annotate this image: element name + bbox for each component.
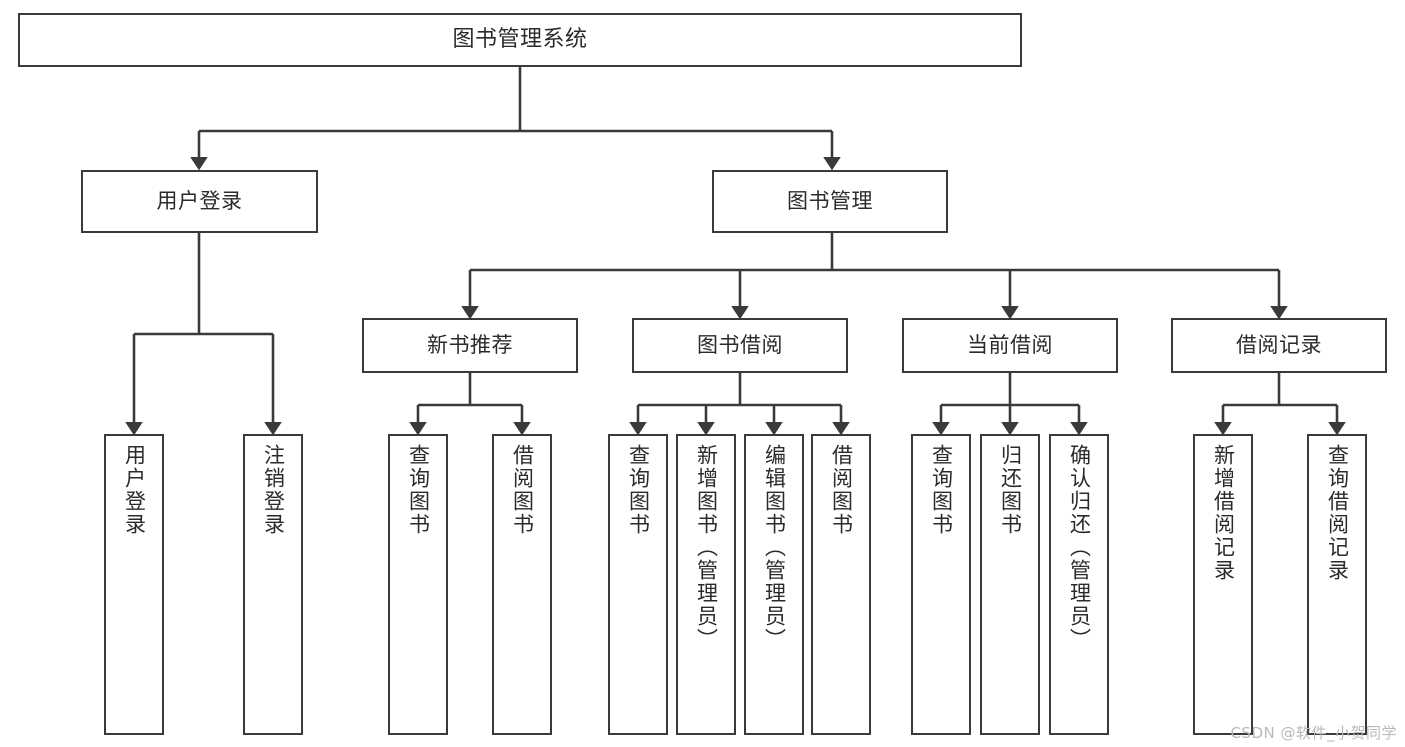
node-leaf-borrow-book-2[interactable]: 借阅图书	[811, 434, 871, 735]
node-leaf-query-book-1-label: 查询图书	[406, 444, 431, 536]
node-current-borrow-label: 当前借阅	[967, 333, 1053, 358]
node-leaf-query-borrow-record-label: 查询借阅记录	[1325, 444, 1350, 582]
node-leaf-borrow-book-2-label: 借阅图书	[829, 444, 854, 536]
node-book-management[interactable]: 图书管理	[712, 170, 948, 233]
node-new-book-recommendation-label: 新书推荐	[427, 333, 513, 358]
node-book-management-label: 图书管理	[787, 189, 873, 214]
node-current-borrow[interactable]: 当前借阅	[902, 318, 1118, 373]
node-leaf-edit-book-label: 编辑图书（管理员）	[762, 444, 787, 651]
node-leaf-return-book[interactable]: 归还图书	[980, 434, 1040, 735]
node-leaf-borrow-book-1-label: 借阅图书	[510, 444, 535, 536]
node-leaf-query-book-1[interactable]: 查询图书	[388, 434, 448, 735]
node-root-system-label: 图书管理系统	[452, 26, 588, 52]
node-leaf-user-login-label: 用户登录	[122, 444, 147, 536]
node-borrow-record-label: 借阅记录	[1236, 333, 1322, 358]
node-leaf-query-book-2[interactable]: 查询图书	[608, 434, 668, 735]
node-leaf-confirm-return[interactable]: 确认归还（管理员）	[1049, 434, 1109, 735]
node-leaf-edit-book[interactable]: 编辑图书（管理员）	[744, 434, 804, 735]
node-leaf-query-borrow-record[interactable]: 查询借阅记录	[1307, 434, 1367, 735]
node-leaf-query-book-3[interactable]: 查询图书	[911, 434, 971, 735]
node-leaf-query-book-3-label: 查询图书	[929, 444, 954, 536]
node-leaf-borrow-book-1[interactable]: 借阅图书	[492, 434, 552, 735]
node-leaf-add-book[interactable]: 新增图书（管理员）	[676, 434, 736, 735]
node-borrow-record[interactable]: 借阅记录	[1171, 318, 1387, 373]
node-leaf-logout-login-label: 注销登录	[261, 444, 286, 536]
node-book-borrow-label: 图书借阅	[697, 333, 783, 358]
node-book-borrow[interactable]: 图书借阅	[632, 318, 848, 373]
node-leaf-user-login[interactable]: 用户登录	[104, 434, 164, 735]
node-leaf-add-book-label: 新增图书（管理员）	[694, 444, 719, 651]
node-root-system[interactable]: 图书管理系统	[18, 13, 1022, 67]
node-leaf-logout-login[interactable]: 注销登录	[243, 434, 303, 735]
node-leaf-confirm-return-label: 确认归还（管理员）	[1067, 444, 1092, 651]
csdn-watermark: CSDN @软件_小贺同学	[1230, 724, 1397, 742]
node-user-login[interactable]: 用户登录	[81, 170, 318, 233]
node-user-login-label: 用户登录	[156, 189, 243, 214]
node-leaf-add-borrow-record[interactable]: 新增借阅记录	[1193, 434, 1253, 735]
node-leaf-query-book-2-label: 查询图书	[626, 444, 651, 536]
node-leaf-return-book-label: 归还图书	[998, 444, 1023, 536]
node-new-book-recommendation[interactable]: 新书推荐	[362, 318, 578, 373]
node-leaf-add-borrow-record-label: 新增借阅记录	[1211, 444, 1236, 582]
